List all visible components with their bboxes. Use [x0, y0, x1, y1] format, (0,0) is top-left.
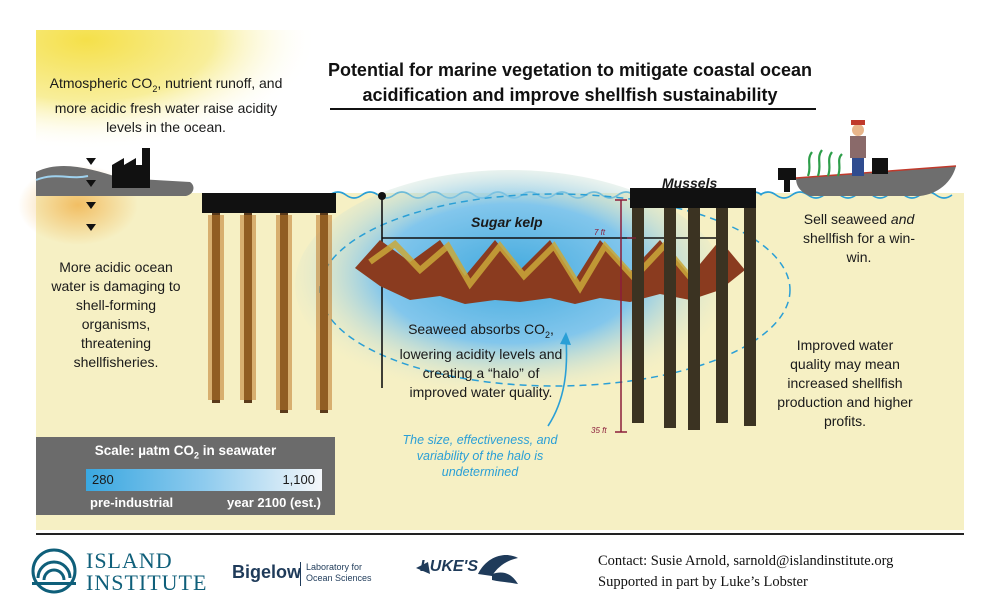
co2-subscript: 2	[545, 329, 551, 340]
bigelow-subtitle-line: Laboratory for	[306, 562, 363, 572]
scale-max-value: 1,100	[282, 472, 315, 487]
scale-left-label: pre-industrial	[90, 495, 174, 510]
bigelow-subtitle: Laboratory for Ocean Sciences	[306, 562, 372, 584]
sell-text-part: Sell seaweed	[803, 211, 891, 227]
contact-info: Contact: Susie Arnold, sarnold@islandins…	[598, 551, 893, 593]
fisherman-icon	[850, 120, 866, 176]
arrow-down-icon	[86, 180, 96, 187]
co2-subscript: 2	[152, 83, 158, 94]
arrow-icon	[547, 337, 568, 427]
river	[35, 175, 89, 181]
atmospheric-text: Atmospheric CO2, nutrient runoff, and mo…	[46, 74, 286, 137]
island-logo-line2: INSTITUTE	[86, 570, 208, 595]
kelp-label: Sugar kelp	[471, 214, 543, 230]
scale-title-part: Scale: µatm CO	[94, 443, 194, 458]
co2-subscript: 2	[194, 450, 200, 461]
damage-text: More acidic ocean water is damaging to s…	[51, 259, 181, 370]
contact-line: Contact: Susie Arnold, sarnold@islandins…	[598, 553, 894, 569]
depth-bottom-label: 35 ft	[591, 426, 607, 435]
left-mussel-ropes	[208, 213, 332, 413]
page-title: Potential for marine vegetation to mitig…	[327, 60, 813, 105]
arrow-head-icon	[560, 332, 571, 345]
improved-text: Improved water quality may mean increase…	[777, 337, 913, 429]
co2-scale-legend: Scale: µatm CO2 in seawater 280 1,100 pr…	[36, 437, 335, 515]
mussel-raft	[630, 188, 756, 208]
left-raft	[202, 193, 336, 213]
crate-icon	[872, 158, 888, 174]
bigelow-logo: Bigelow	[232, 562, 302, 582]
arrow-down-icon	[86, 158, 96, 165]
arrow-down-icon	[86, 202, 96, 209]
absorb-text-part: Seaweed absorbs CO	[408, 321, 546, 337]
scale-right-label: year 2100 (est.)	[227, 495, 321, 510]
support-line: Supported in part by Luke’s Lobster	[598, 574, 808, 590]
mussels-label: Mussels	[662, 175, 718, 191]
right-mussel-ropes	[632, 208, 756, 430]
arrow-down-icon	[86, 224, 96, 231]
bigelow-divider	[300, 562, 301, 586]
scale-title-part: in seawater	[199, 443, 277, 458]
footer-divider	[36, 533, 964, 535]
title-underline	[330, 108, 816, 110]
scale-min-value: 280	[92, 472, 114, 487]
island-institute-logo-icon	[31, 548, 77, 594]
sell-text: Sell seaweed and shellfish for a win-win…	[792, 210, 926, 267]
island-logo-line1: ISLAND	[86, 548, 173, 573]
halo-note: The size, effectiveness, and variability…	[402, 433, 558, 479]
outboard-motor-icon	[778, 168, 796, 192]
absorb-text-part: , lowering acidity levels and creating a…	[399, 321, 563, 400]
seaweed-harvest-icon	[806, 149, 843, 177]
lobster-logo-icon	[416, 555, 518, 584]
factory-icon	[112, 148, 150, 188]
buoy-icon	[378, 192, 386, 200]
atmospheric-text-part: Atmospheric CO	[49, 75, 153, 91]
boat-icon	[796, 166, 956, 196]
scale-title: Scale: µatm CO2 in seawater	[36, 443, 335, 461]
depth-top-label: 7 ft	[594, 228, 606, 237]
atmospheric-text-part: , nutrient runoff, and more acidic fresh…	[54, 75, 283, 135]
bigelow-subtitle-line: Ocean Sciences	[306, 573, 372, 583]
sell-text-emphasis: and	[890, 211, 915, 227]
scale-gradient-bar	[86, 469, 322, 491]
sell-text-part: shellfish for a win-win.	[802, 230, 916, 265]
lukes-logo: LUKE'S	[420, 558, 479, 575]
absorb-text: Seaweed absorbs CO2, lowering acidity le…	[396, 320, 566, 402]
